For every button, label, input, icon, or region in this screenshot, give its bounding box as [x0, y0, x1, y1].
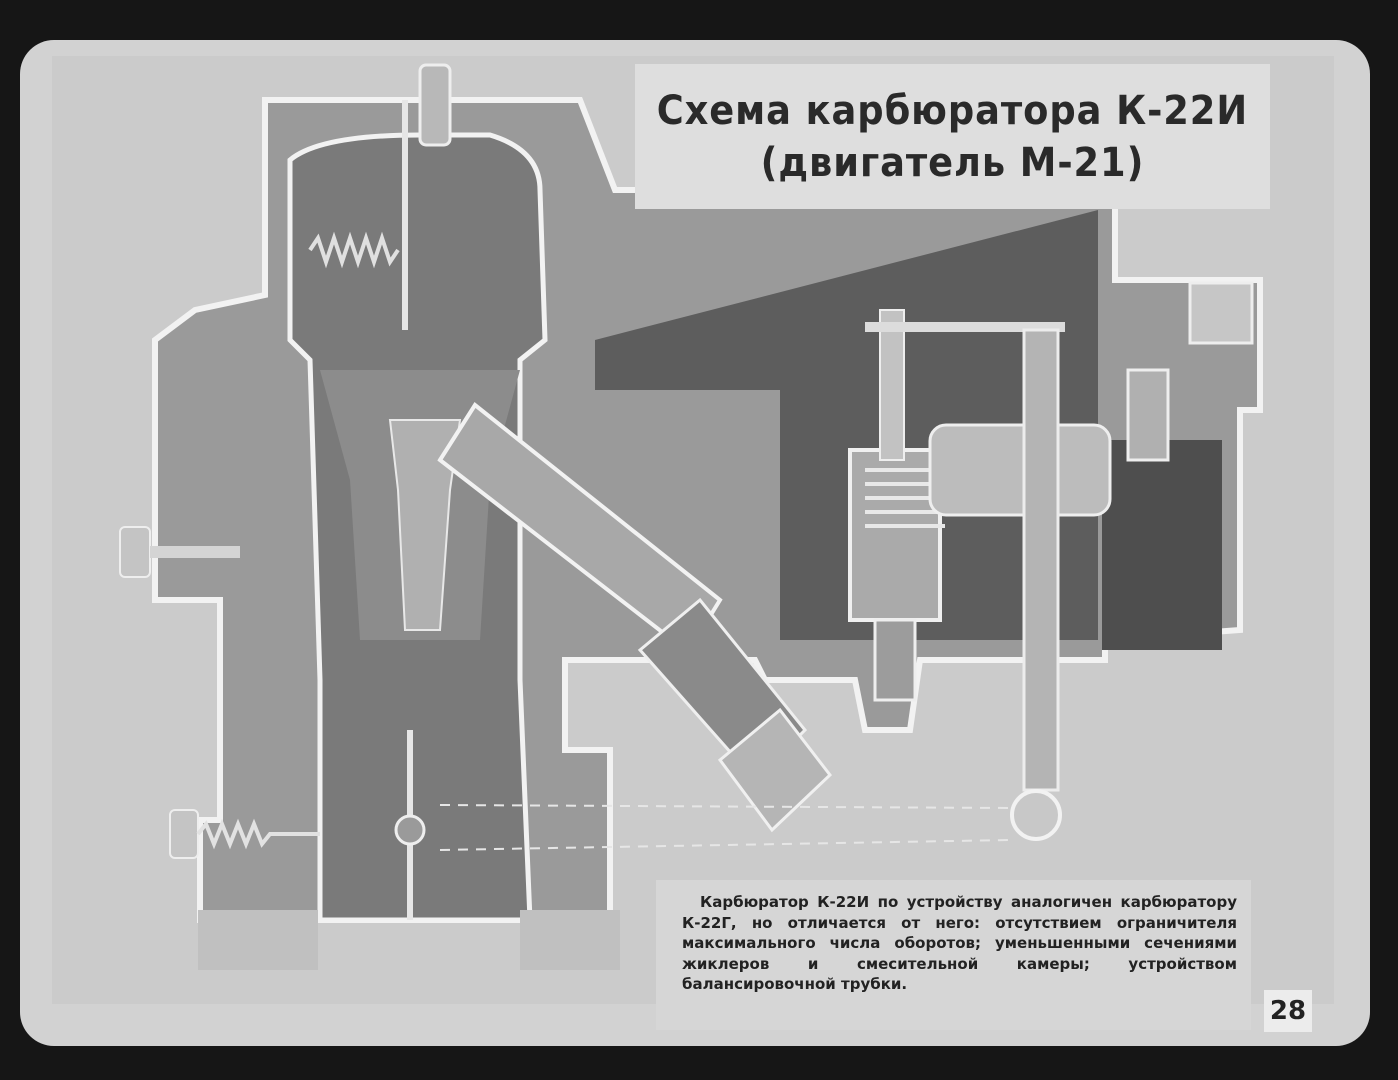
description-text: Карбюратор К-22И по устройству аналогиче… [682, 893, 1237, 993]
pump-rod-ring [1010, 789, 1062, 841]
idle-screw-head [119, 526, 151, 578]
choke-spring [308, 231, 400, 269]
mixture-spring [196, 818, 320, 850]
choke-shaft [418, 63, 452, 147]
float-chamber [595, 210, 1098, 640]
page-number: 28 [1264, 990, 1312, 1032]
float [928, 423, 1112, 517]
throttle-axis [394, 814, 426, 846]
carburetor-diagram [119, 63, 1263, 970]
title-box: Схема карбюратора К-22И (двигатель М-21) [635, 64, 1270, 209]
mixture-screw-head [169, 809, 199, 859]
accelerator-lever [865, 322, 1065, 332]
title-line-1: Схема карбюратора К-22И [656, 87, 1249, 134]
float-chamber-right [1102, 440, 1222, 650]
pump-rod [1022, 328, 1060, 792]
flange-right [520, 910, 620, 970]
dashed-link-1 [439, 804, 1011, 809]
small-diffuser [388, 419, 462, 631]
fuel-inlet-fitting [1188, 281, 1254, 345]
flange-left [198, 910, 318, 970]
slide-frame: Схема карбюратора К-22И (двигатель М-21)… [20, 40, 1370, 1046]
dashed-link-2 [439, 839, 1011, 851]
needle-valve [1126, 368, 1170, 462]
economizer-rod [879, 309, 905, 461]
economizer-body [848, 448, 942, 622]
emulsion-tube [437, 402, 723, 655]
description-box: Карбюратор К-22И по устройству аналогиче… [656, 880, 1251, 1030]
economizer-spring [865, 468, 945, 528]
title-line-2: (двигатель М-21) [760, 139, 1145, 186]
economizer-valve [873, 618, 917, 702]
